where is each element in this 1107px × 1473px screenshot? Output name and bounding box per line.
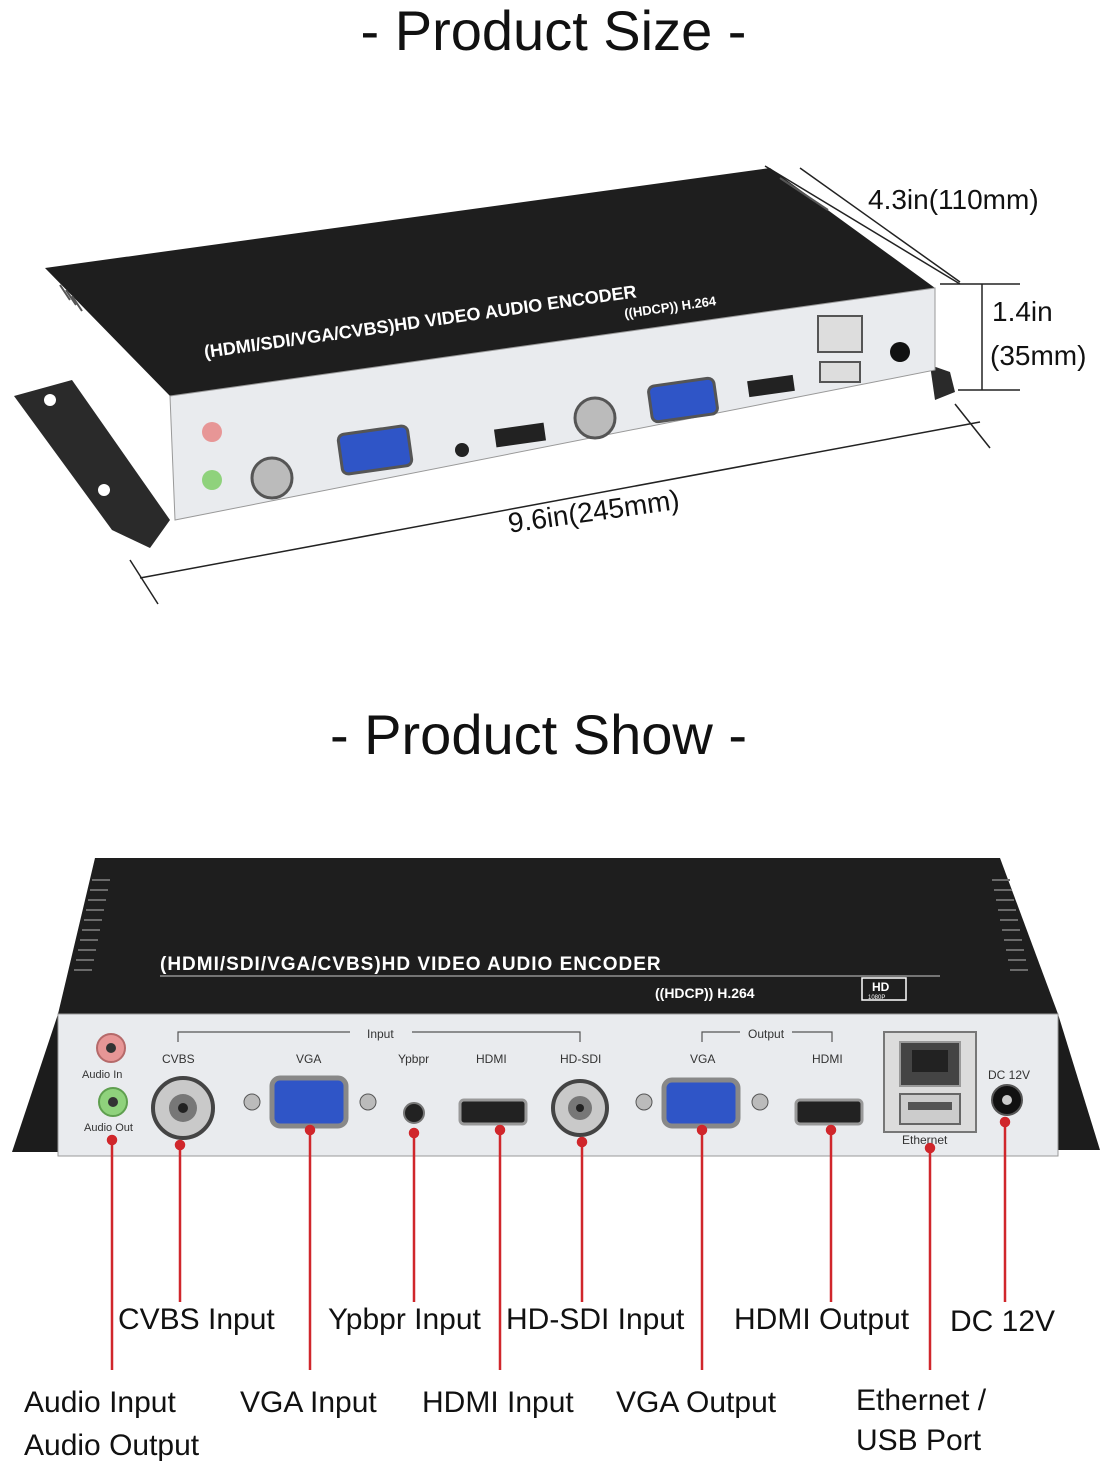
label-audio-out: Audio Out [84,1122,133,1134]
hd-badge [861,977,907,1001]
top-dc-jack [890,342,910,362]
chassis-top-show [58,858,1058,1014]
product-show-heading: - Product Show - [329,703,748,766]
flange-left [14,380,170,548]
vents-right-show [992,879,1028,971]
ypbpr-jack [403,1102,425,1124]
callout-hdsdi-input: HD-SDI Input [506,1303,685,1336]
top-audio-out-jack [202,470,222,490]
show-device-subtitle: ((HDCP)) H.264 [655,985,755,1001]
dimension-height-mm-label: (35mm) [990,340,1087,371]
callout-vga-output: VGA Output [616,1386,777,1419]
callout-ethernet-line1: Ethernet / [856,1384,987,1417]
callout-lines [106,1116,1011,1370]
callout-hdmi-input: HDMI Input [422,1386,574,1419]
top-cvbs-bnc [250,456,294,500]
callout-vga-input: VGA Input [240,1386,377,1419]
top-ethernet-port [817,315,863,353]
label-vga-out: VGA [690,1052,715,1066]
callout-ypbpr-input: Ypbpr Input [328,1303,481,1336]
input-bracket [177,1031,581,1042]
output-bracket [701,1031,833,1042]
hdmi-input-connector [458,1098,528,1126]
top-ypbpr-jack [455,443,469,457]
chassis-top [45,168,935,396]
label-dc: DC 12V [988,1068,1030,1082]
dimension-lines [129,165,1020,605]
callout-audio-input: Audio Input [24,1386,176,1419]
dimension-depth-label: 4.3in(110mm) [868,184,1039,215]
top-vga-in [336,424,414,476]
label-hdmi-in: HDMI [476,1052,507,1066]
show-device-title: (HDMI/SDI/VGA/CVBS)HD VIDEO AUDIO ENCODE… [160,954,662,975]
label-audio-in: Audio In [82,1069,122,1081]
hdmi-output-connector [794,1098,864,1126]
top-hdmi-out [747,374,795,398]
flange-right-show [1058,1014,1100,1150]
callout-dc-12v: DC 12V [950,1305,1056,1338]
label-hd-sdi: HD-SDI [560,1052,601,1066]
vents-top [59,177,829,312]
label-vga-in: VGA [296,1052,321,1066]
product-size-heading: - Product Size - [360,0,747,62]
label-output-group: Output [748,1027,785,1041]
hd-badge-subtext: 1080P [868,995,885,1001]
top-usb-port [819,361,861,383]
label-ethernet: Ethernet [902,1133,948,1147]
vga-output-connector [661,1077,741,1129]
vents-left-show [74,879,110,971]
label-input-group: Input [367,1027,394,1041]
flange-left-show [12,1014,58,1152]
label-hdmi-out: HDMI [812,1052,843,1066]
label-cvbs: CVBS [162,1052,195,1066]
top-vga-out [647,376,719,424]
product-size-figure: (HDMI/SDI/VGA/CVBS)HD VIDEO AUDIO ENCODE… [14,165,1020,605]
top-sdi-bnc [573,396,617,440]
dimension-height-in-label: 1.4in [992,296,1053,327]
vga-input-connector [269,1075,349,1129]
product-show-figure: (HDMI/SDI/VGA/CVBS)HD VIDEO AUDIO ENCODE… [12,858,1100,1370]
flange-right [930,365,955,400]
label-ypbpr: Ypbpr [398,1052,429,1066]
top-audio-in-jack [202,422,222,442]
callout-audio-output: Audio Output [24,1429,200,1462]
top-hdmi-in [493,422,547,448]
callout-ethernet-line2: USB Port [856,1424,982,1457]
callout-cvbs-input: CVBS Input [118,1303,275,1336]
hd-badge-text: HD [872,980,890,994]
callout-hdmi-output: HDMI Output [734,1303,910,1336]
